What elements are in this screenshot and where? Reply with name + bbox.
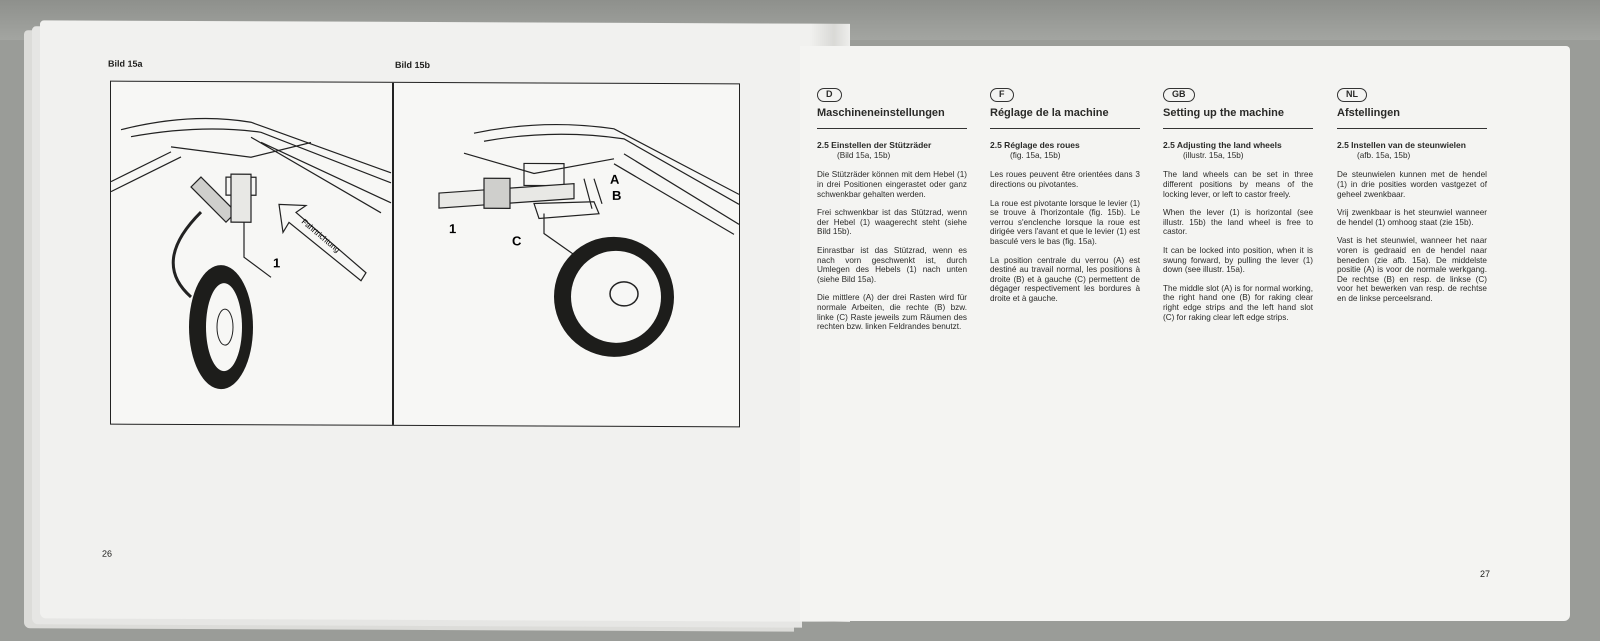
paragraph: De steunwielen kunnen met de hendel (1) … xyxy=(1337,170,1487,199)
language-badge: NL xyxy=(1337,88,1367,102)
paragraph: The land wheels can be set in three diff… xyxy=(1163,170,1313,199)
callout-1: 1 xyxy=(273,255,280,270)
callout-b: B xyxy=(612,188,621,203)
paragraph: Die Stützräder können mit dem Hebel (1) … xyxy=(817,170,967,199)
language-badge: D xyxy=(817,88,842,102)
paragraph: Einrastbar ist das Stützrad, wenn es nac… xyxy=(817,245,967,284)
left-page-number: 26 xyxy=(102,548,113,559)
section-title: 2.5 Instellen van de steunwielen xyxy=(1337,140,1466,151)
figure-frame: Fahrtrichtung 1 A B 1 xyxy=(110,80,740,428)
figure-15b-illustration: A B 1 C xyxy=(438,123,739,357)
direction-arrow: Fahrtrichtung xyxy=(278,203,367,282)
left-page: Bild 15a Bild 15b Fahrtrichtu xyxy=(40,20,850,622)
language-badge: GB xyxy=(1163,88,1195,102)
paragraph: Vrij zwenkbaar is het steunwiel wanneer … xyxy=(1337,208,1487,227)
paragraph: It can be locked into position, when it … xyxy=(1163,245,1313,275)
callout-a: A xyxy=(610,172,620,187)
section-reference: (illustr. 15a, 15b) xyxy=(1183,150,1244,160)
paragraph: Vast is het steunwiel, wanneer het naar … xyxy=(1337,236,1487,303)
column-english: GB Setting up the machine 2.5 Adjusting … xyxy=(1163,88,1313,331)
column-french: F Réglage de la machine 2.5 Réglage des … xyxy=(990,88,1140,313)
right-page: D Maschineneinstellungen 2.5 Einstellen … xyxy=(800,46,1570,621)
figure-15b-title: Bild 15b xyxy=(395,59,431,71)
paragraph: La position centrale du verrou (A) est d… xyxy=(990,255,1140,303)
column-heading: Maschineneinstellungen xyxy=(817,107,967,130)
figure-15a-title: Bild 15a xyxy=(108,58,143,69)
paragraph: Les roues peuvent être orientées dans 3 … xyxy=(990,170,1140,189)
section-title: 2.5 Réglage des roues xyxy=(990,140,1080,151)
paragraph: When the lever (1) is horizontal (see il… xyxy=(1163,208,1313,237)
section-reference: (afb. 15a, 15b) xyxy=(1357,150,1411,160)
section-reference: (fig. 15a, 15b) xyxy=(1010,150,1061,160)
paragraph: Frei schwenkbar ist das Stützrad, wenn d… xyxy=(817,208,967,237)
section-reference: (Bild 15a, 15b) xyxy=(837,150,891,160)
column-german: D Maschineneinstellungen 2.5 Einstellen … xyxy=(817,88,967,341)
paragraph: La roue est pivotante lorsque le levier … xyxy=(990,198,1140,246)
section-title: 2.5 Adjusting the land wheels xyxy=(1163,140,1282,151)
column-dutch: NL Afstellingen 2.5 Instellen van de ste… xyxy=(1337,88,1487,313)
paragraph: The middle slot (A) is for normal workin… xyxy=(1163,283,1313,322)
right-page-number: 27 xyxy=(1480,569,1491,579)
callout-1b: 1 xyxy=(449,221,456,236)
column-heading: Setting up the machine xyxy=(1163,107,1313,130)
section-title: 2.5 Einstellen der Stützräder xyxy=(817,140,932,151)
column-heading: Afstellingen xyxy=(1337,107,1487,130)
paragraph: Die mittlere (A) der drei Rasten wird fü… xyxy=(817,293,967,332)
figure-15a-illustration: Fahrtrichtung 1 xyxy=(111,117,392,390)
column-heading: Réglage de la machine xyxy=(990,107,1140,130)
callout-c: C xyxy=(512,233,522,248)
language-badge: F xyxy=(990,88,1014,102)
